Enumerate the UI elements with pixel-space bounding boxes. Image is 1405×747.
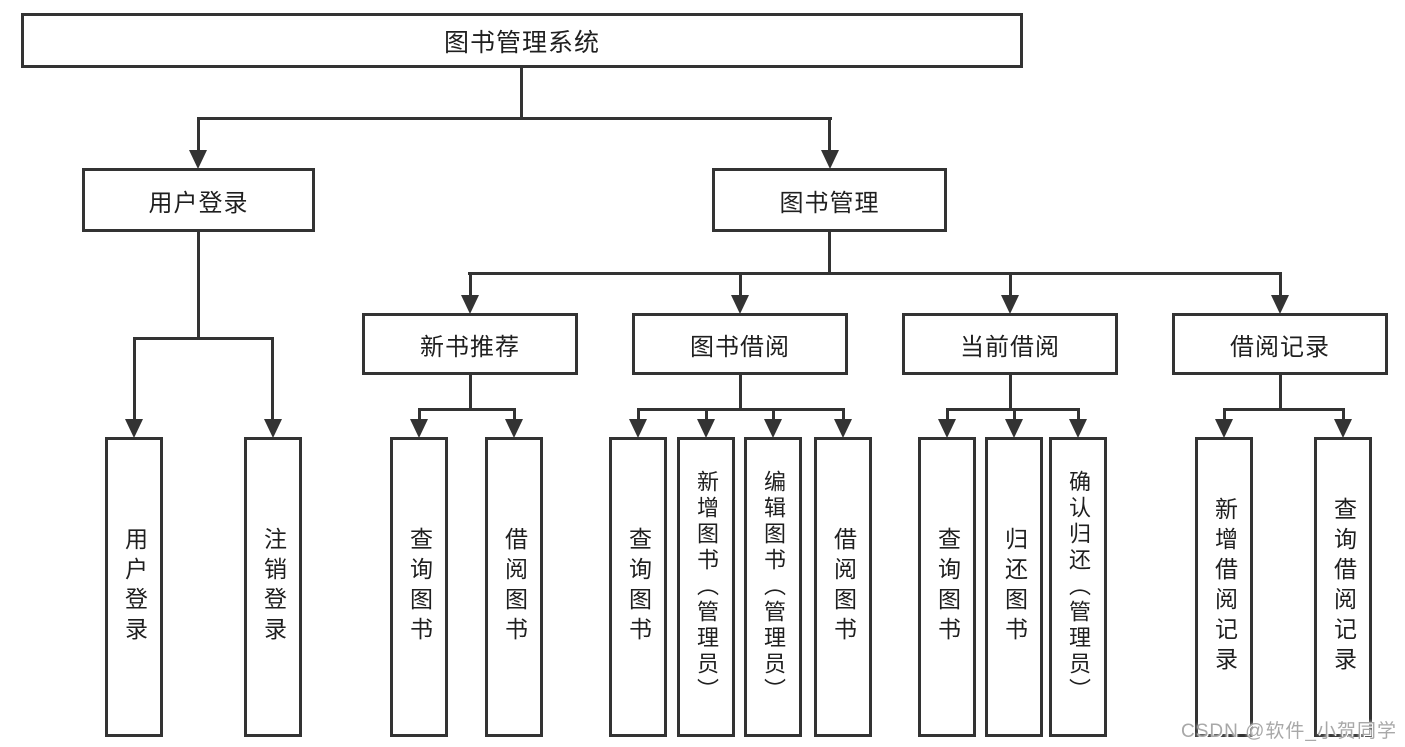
arrowhead-down-icon (821, 150, 839, 169)
leaf-edit-book-admin-label: 编辑图书（管理员） (761, 470, 786, 704)
node-book-management: 图书管理 (712, 168, 947, 232)
edge-hline (468, 272, 1282, 275)
arrowhead-down-icon (1069, 419, 1087, 438)
arrowhead-down-icon (1005, 419, 1023, 438)
edge-vline (739, 272, 742, 297)
edge-vline (418, 408, 421, 421)
leaf-query-books-borrow: 查询图书 (609, 437, 667, 737)
edge-vline (197, 117, 200, 152)
arrowhead-down-icon (938, 419, 956, 438)
edge-vline (828, 232, 831, 272)
node-book-borrow-label: 图书借阅 (690, 333, 790, 361)
edge-vline (1279, 272, 1282, 297)
arrowhead-down-icon (697, 419, 715, 438)
edge-hline (197, 117, 832, 120)
leaf-borrow-books-borrow-label: 借阅图书 (830, 527, 857, 647)
leaf-user-login: 用户登录 (105, 437, 163, 737)
arrowhead-down-icon (461, 295, 479, 314)
arrowhead-down-icon (1001, 295, 1019, 314)
node-current-borrow: 当前借阅 (902, 313, 1118, 375)
arrowhead-down-icon (1334, 419, 1352, 438)
edge-vline (197, 232, 200, 337)
edge-hline (133, 337, 274, 340)
node-book-management-label: 图书管理 (779, 189, 880, 217)
arrowhead-down-icon (125, 419, 143, 438)
node-library-system: 图书管理系统 (21, 13, 1023, 68)
node-borrow-records: 借阅记录 (1172, 313, 1388, 375)
edge-vline (828, 117, 831, 152)
node-book-borrow: 图书借阅 (632, 313, 848, 375)
edge-vline (520, 68, 523, 118)
edge-hline (418, 408, 516, 411)
leaf-confirm-return-admin: 确认归还（管理员） (1049, 437, 1107, 737)
arrowhead-down-icon (764, 419, 782, 438)
edge-vline (1013, 408, 1016, 421)
node-user-login-label: 用户登录 (148, 189, 249, 217)
arrowhead-down-icon (410, 419, 428, 438)
leaf-query-books-recommend: 查询图书 (390, 437, 448, 737)
leaf-query-borrow-record: 查询借阅记录 (1314, 437, 1372, 737)
leaf-logout-label: 注销登录 (260, 527, 287, 647)
leaf-query-books-recommend-label: 查询图书 (406, 527, 433, 647)
leaf-query-books-current: 查询图书 (918, 437, 976, 737)
leaf-edit-book-admin: 编辑图书（管理员） (744, 437, 802, 737)
leaf-borrow-books-recommend-label: 借阅图书 (501, 527, 528, 647)
csdn-watermark: CSDN @软件_小贺同学 (1181, 721, 1397, 742)
leaf-add-book-admin-label: 新增图书（管理员） (694, 470, 719, 704)
node-library-system-label: 图书管理系统 (443, 28, 600, 57)
edge-vline (1009, 375, 1012, 408)
edge-vline (842, 408, 845, 421)
arrowhead-down-icon (629, 419, 647, 438)
leaf-user-login-label: 用户登录 (121, 527, 148, 647)
edge-vline (271, 337, 274, 419)
arrowhead-down-icon (189, 150, 207, 169)
arrowhead-down-icon (834, 419, 852, 438)
edge-hline (637, 408, 845, 411)
node-user-login: 用户登录 (82, 168, 315, 232)
arrowhead-down-icon (505, 419, 523, 438)
edge-vline (469, 375, 472, 408)
node-new-book-recommend-label: 新书推荐 (420, 333, 520, 361)
node-borrow-records-label: 借阅记录 (1230, 333, 1330, 361)
edge-vline (772, 408, 775, 421)
edge-vline (637, 408, 640, 421)
edge-hline (1223, 408, 1344, 411)
leaf-confirm-return-admin-label: 确认归还（管理员） (1066, 470, 1091, 704)
edge-vline (1009, 272, 1012, 297)
edge-vline (1342, 408, 1345, 421)
leaf-add-borrow-record-label: 新增借阅记录 (1211, 497, 1238, 677)
leaf-borrow-books-recommend: 借阅图书 (485, 437, 543, 737)
leaf-return-books-label: 归还图书 (1001, 527, 1028, 647)
node-new-book-recommend: 新书推荐 (362, 313, 578, 375)
leaf-borrow-books-borrow: 借阅图书 (814, 437, 872, 737)
edge-vline (946, 408, 949, 421)
node-current-borrow-label: 当前借阅 (960, 333, 1060, 361)
edge-vline (1077, 408, 1080, 421)
leaf-return-books: 归还图书 (985, 437, 1043, 737)
edge-vline (1279, 375, 1282, 408)
edge-vline (133, 337, 136, 419)
edge-vline (469, 272, 472, 297)
edge-vline (739, 375, 742, 408)
arrowhead-down-icon (1215, 419, 1233, 438)
arrowhead-down-icon (731, 295, 749, 314)
leaf-logout: 注销登录 (244, 437, 302, 737)
arrowhead-down-icon (1271, 295, 1289, 314)
leaf-query-borrow-record-label: 查询借阅记录 (1330, 497, 1357, 677)
leaf-add-book-admin: 新增图书（管理员） (677, 437, 735, 737)
edge-vline (705, 408, 708, 421)
leaf-add-borrow-record: 新增借阅记录 (1195, 437, 1253, 737)
leaf-query-books-borrow-label: 查询图书 (625, 527, 652, 647)
leaf-query-books-current-label: 查询图书 (934, 527, 961, 647)
edge-vline (513, 408, 516, 421)
arrowhead-down-icon (264, 419, 282, 438)
edge-vline (1223, 408, 1226, 421)
